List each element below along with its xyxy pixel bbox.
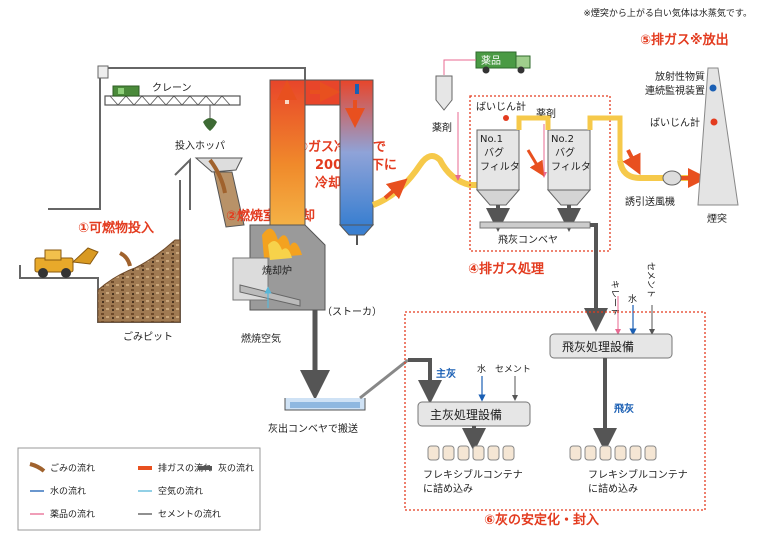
chemical-supply: 薬品 薬剤 — [432, 51, 531, 181]
hopper-label: 投入ホッパ — [175, 139, 225, 152]
chemical1-label: 薬剤 — [432, 121, 452, 134]
dust-meter2-icon — [710, 118, 718, 126]
water1-label: 水 — [628, 293, 637, 305]
furnace-and-cooler: 焼却炉 燃焼空気 （ストーカ） — [232, 79, 382, 345]
loader-vehicle — [34, 247, 99, 278]
fly-ash-facility-label: 飛灰処理設備 — [562, 339, 634, 354]
monitor-line2: 連続監視装置 — [645, 84, 705, 97]
container-bags-left — [427, 445, 515, 461]
legend-label-6: セメントの流れ — [158, 508, 221, 520]
legend: ごみの流れ 排ガスの流れ灰の流れ水の流れ 空気の流れ薬品の流れ セメントの流れ — [29, 462, 254, 520]
bag2-line1: No.2 — [551, 134, 574, 145]
step-1-label: ①可燃物投入 — [78, 220, 154, 236]
fan-label: 誘引送風機 — [625, 195, 675, 208]
crane-label: クレーン — [152, 82, 192, 94]
waste-flow-arrow-2 — [208, 158, 227, 194]
water2-label: 水 — [477, 363, 486, 375]
garbage-pit: ごみピット — [19, 180, 181, 343]
furnace-label: 焼却炉 — [262, 265, 292, 277]
bag1-line2: バグ — [484, 146, 504, 159]
flex2-line2: に詰め込み — [588, 482, 638, 495]
main-ash-label: 主灰 — [436, 367, 456, 380]
monitor-icon — [709, 84, 717, 92]
chelate-label: キレート — [609, 280, 619, 316]
combustion-air-label: 燃焼空気 — [241, 332, 281, 345]
pit-label: ごみピット — [123, 330, 173, 343]
crane: クレーン — [104, 82, 241, 131]
flue-gas-treatment-frame — [469, 95, 611, 252]
bag1-line1: No.1 — [480, 134, 503, 145]
main-ash-flow — [408, 358, 442, 404]
ash-stabilization-frame — [404, 311, 706, 511]
bag-filter-2: No.2 バグ フィルタ — [546, 129, 592, 206]
flex1-line1: フレキシブルコンテナ — [423, 468, 523, 481]
ash-conveyor-label: 灰出コンベヤで搬送 — [268, 422, 358, 435]
fly-ash-conveyor — [479, 221, 591, 229]
truck-label: 薬品 — [481, 55, 501, 67]
main-ash-facility-label: 主灰処理設備 — [430, 407, 502, 422]
cement1-label: セメント — [645, 262, 656, 298]
fly-ash-label: 飛灰 — [613, 402, 634, 415]
container-bags-right — [569, 445, 657, 461]
dust-meter1-icon — [503, 115, 509, 121]
bag1-line3: フィルタ — [480, 161, 520, 173]
step-3-line3: 冷却 — [315, 175, 341, 191]
dust-meter1-label: ばいじん計 — [476, 100, 526, 113]
stoker-label: （ストーカ） — [322, 306, 382, 318]
fly-ash-facility-box — [549, 333, 673, 359]
fan-icon — [662, 170, 682, 186]
note-text: ※煙突から上がる白い気体は水蒸気です。 — [583, 7, 752, 19]
legend-label-1: 排ガスの流れ — [158, 462, 212, 474]
flex2-line1: フレキシブルコンテナ — [588, 468, 688, 481]
ash-conveyor: 灰出コンベヤで搬送 — [268, 358, 409, 435]
bag2-line3: フィルタ — [551, 161, 591, 173]
monitor-line1: 放射性物質 — [655, 70, 705, 83]
legend-swatch-0 — [29, 462, 46, 473]
fly-ash-flow — [584, 223, 608, 332]
step-5-label: ⑤排ガス※放出 — [640, 32, 729, 48]
legend-label-0: ごみの流れ — [50, 462, 95, 474]
fly-ash-conveyor-label: 飛灰コンベヤ — [498, 233, 558, 246]
legend-label-2: 灰の流れ — [218, 462, 254, 474]
waste-flow-arrow-1 — [119, 251, 132, 267]
legend-label-3: 水の流れ — [50, 485, 86, 497]
gas-arrow — [383, 178, 408, 200]
step-6-label: ⑥灰の安定化・封入 — [484, 512, 599, 528]
legend-label-4: 空気の流れ — [158, 485, 203, 497]
bag2-line2: バグ — [555, 146, 575, 159]
legend-box — [17, 447, 261, 531]
cement2-label: セメント — [495, 364, 531, 375]
stack: 煙突 放射性物質 連続監視装置 ばいじん計 — [645, 67, 739, 225]
dust-meter2-label: ばいじん計 — [650, 116, 700, 129]
bag-filter-1: No.1 バグ フィルタ — [475, 129, 521, 206]
step-4-label: ④排ガス処理 — [468, 261, 544, 277]
legend-label-5: 薬品の流れ — [50, 508, 95, 520]
flex1-line2: に詰め込み — [423, 482, 473, 495]
stack-label: 煙突 — [707, 212, 727, 225]
